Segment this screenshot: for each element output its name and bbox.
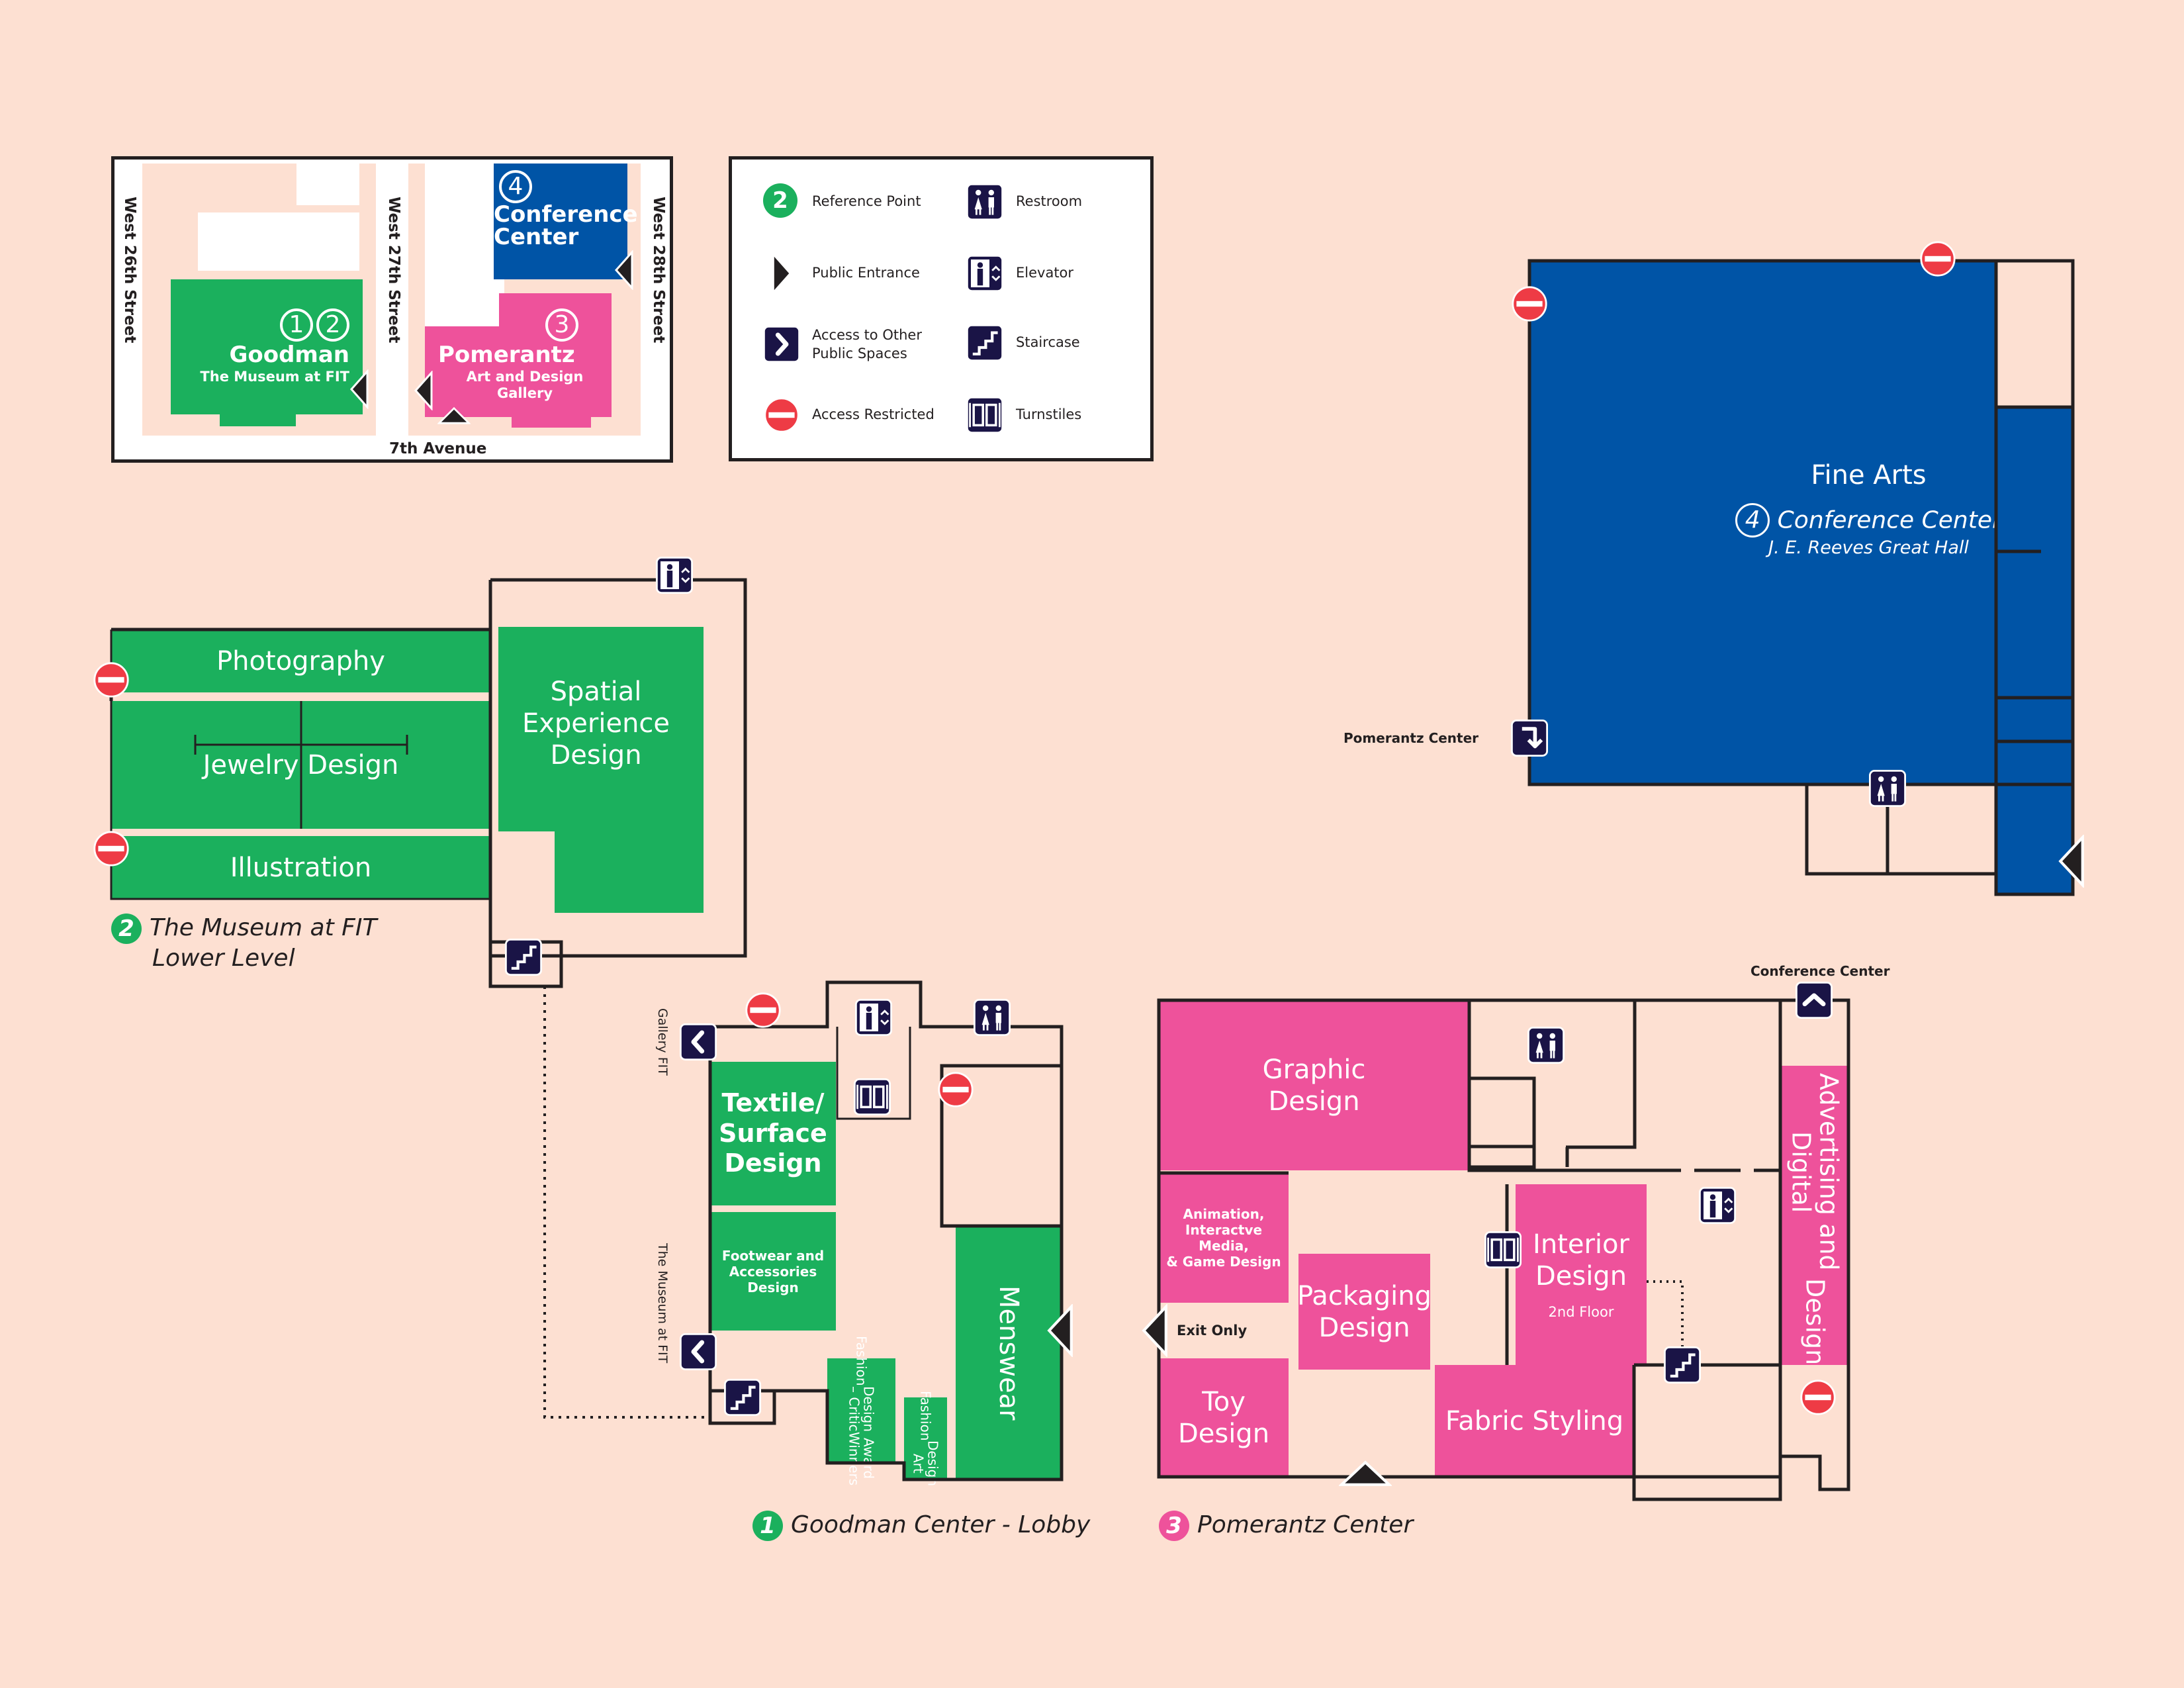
access-restricted-icon (1511, 285, 1548, 322)
public-entrance-icon (2058, 835, 2085, 888)
locator-goodman-name: Goodman (229, 342, 349, 368)
legend-turnstiles-icon (966, 397, 1003, 434)
access-restricted-icon (93, 830, 130, 867)
ref-point-4-icon: 4 (499, 170, 532, 203)
legend-restroom-icon (966, 183, 1003, 220)
access-museum-at-fit-icon[interactable] (680, 1333, 717, 1370)
ref-point-1-icon: 1 (752, 1511, 783, 1541)
staircase-icon (505, 939, 542, 976)
staircase-icon (724, 1379, 761, 1416)
locator-conference-center[interactable]: 4 Conference Center (494, 164, 638, 279)
access-gallery-fit-icon[interactable] (680, 1023, 717, 1060)
street-label-w28: West 28th Street (650, 197, 667, 344)
legend-public-entrance-icon (772, 255, 791, 292)
fine-arts-subtitle: Conference Center (1777, 506, 2002, 534)
restroom-icon (974, 999, 1011, 1036)
legend-staircase-icon (966, 324, 1003, 361)
legend-label: Restroom (1016, 193, 1083, 209)
pomerantz-entrance-icon (414, 371, 433, 410)
ref-point-1-icon: 1 (279, 308, 313, 342)
legend-label: Turnstiles (1016, 406, 1082, 422)
elevator-icon (1699, 1187, 1736, 1224)
fine-arts-hall-name: J. E. Reeves Great Hall (1768, 538, 1969, 558)
legend-access-other-icon (763, 326, 800, 363)
room-photography[interactable]: Photography (111, 630, 490, 692)
turnstiles-icon (1484, 1231, 1522, 1268)
conference-entrance-icon (614, 250, 634, 290)
legend-reference-point-icon: 2 (763, 183, 800, 220)
access-restricted-icon (1919, 240, 1956, 277)
access-restricted-icon (1799, 1379, 1837, 1416)
conference-center-link-label: Conference Center (1751, 963, 1890, 979)
locator-pomerantz-name: Pomerantz (438, 341, 575, 368)
exit-only-label: Exit Only (1177, 1323, 1248, 1338)
ref-point-3-icon: 3 (1159, 1511, 1189, 1541)
restroom-icon (1869, 770, 1906, 807)
legend-elevator-icon (966, 255, 1003, 292)
turnstiles-icon (854, 1078, 891, 1115)
locator-pomerantz[interactable]: 3 Pomerantz Art and Design Gallery (425, 308, 612, 417)
fine-arts-title: Fine Arts (1811, 460, 1927, 491)
access-pomerantz-icon[interactable] (1511, 720, 1548, 757)
pomerantz-front-entrance-icon (437, 406, 471, 425)
museum-at-fit-label: The Museum at FIT (655, 1243, 670, 1364)
locator-map: 1 2 Goodman The Museum at FIT 3 Pomerant… (111, 156, 673, 463)
access-restricted-icon (93, 661, 130, 698)
gallery-fit-label: Gallery FIT (655, 1008, 670, 1076)
exit-only-icon (1141, 1304, 1169, 1357)
fine-arts-hall[interactable]: Fine Arts 4 Conference Center J. E. Reev… (1529, 261, 2002, 784)
pomerantz-center-link-label: Pomerantz Center (1343, 730, 1479, 746)
legend-label: Elevator (1016, 265, 1074, 281)
legend (729, 156, 1154, 461)
staircase-icon (1664, 1346, 1701, 1383)
locator-conference-name: Conference (494, 201, 638, 228)
legend-label: Staircase (1016, 334, 1080, 350)
locator-goodman[interactable]: 1 2 Goodman The Museum at FIT (171, 279, 363, 414)
room-fabric-styling[interactable]: Fabric Styling (1435, 1365, 1634, 1477)
legend-label: Reference Point (812, 193, 921, 209)
room-animation-interactive-game-design[interactable]: Animation,Interactve Media,& Game Design (1159, 1173, 1289, 1303)
elevator-icon (656, 557, 693, 594)
restroom-icon (1527, 1027, 1565, 1064)
locator-conference-name-2: Center (494, 224, 579, 250)
street-label-w26: West 26th Street (121, 197, 138, 344)
access-conference-center-icon[interactable] (1796, 982, 1833, 1019)
locator-goodman-sub: The Museum at FIT (200, 368, 349, 385)
ref-point-2-icon: 2 (316, 308, 349, 342)
public-entrance-icon (1046, 1304, 1074, 1357)
legend-label: Access Restricted (812, 406, 934, 422)
access-restricted-icon (937, 1071, 974, 1108)
avenue-label: 7th Avenue (389, 440, 487, 457)
room-illustration[interactable]: Illustration (111, 836, 490, 899)
ref-point-3-icon: 3 (545, 308, 578, 342)
goodman-entrance-icon (349, 369, 369, 409)
elevator-icon (855, 999, 892, 1036)
locator-pomerantz-sub: Art and Design Gallery (466, 368, 584, 401)
legend-label: Public Entrance (812, 265, 920, 281)
access-restricted-icon (745, 992, 782, 1029)
room-menswear[interactable]: Menswear (956, 1226, 1062, 1479)
public-entrance-icon (1339, 1460, 1392, 1487)
street-label-w27: West 27th Street (385, 197, 402, 344)
ref-point-4-icon: 4 (1735, 503, 1770, 538)
ref-point-2-icon: 2 (111, 914, 142, 944)
legend-access-restricted-icon (763, 397, 800, 434)
